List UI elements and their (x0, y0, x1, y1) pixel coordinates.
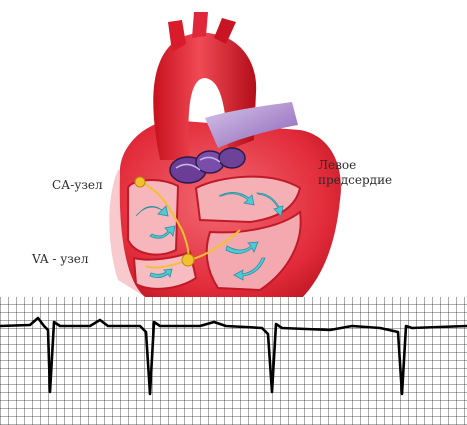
right-atrium-chamber (128, 180, 178, 255)
aorta-branch-2 (192, 12, 208, 38)
ca-node-label: СА-узел (52, 178, 103, 193)
va-node-marker (182, 254, 194, 266)
ca-node-marker (135, 177, 145, 187)
va-node-label: VA - узел (32, 252, 89, 267)
ecg-grid (0, 297, 467, 425)
left-atrium-label: Левое предсердие (318, 158, 428, 188)
